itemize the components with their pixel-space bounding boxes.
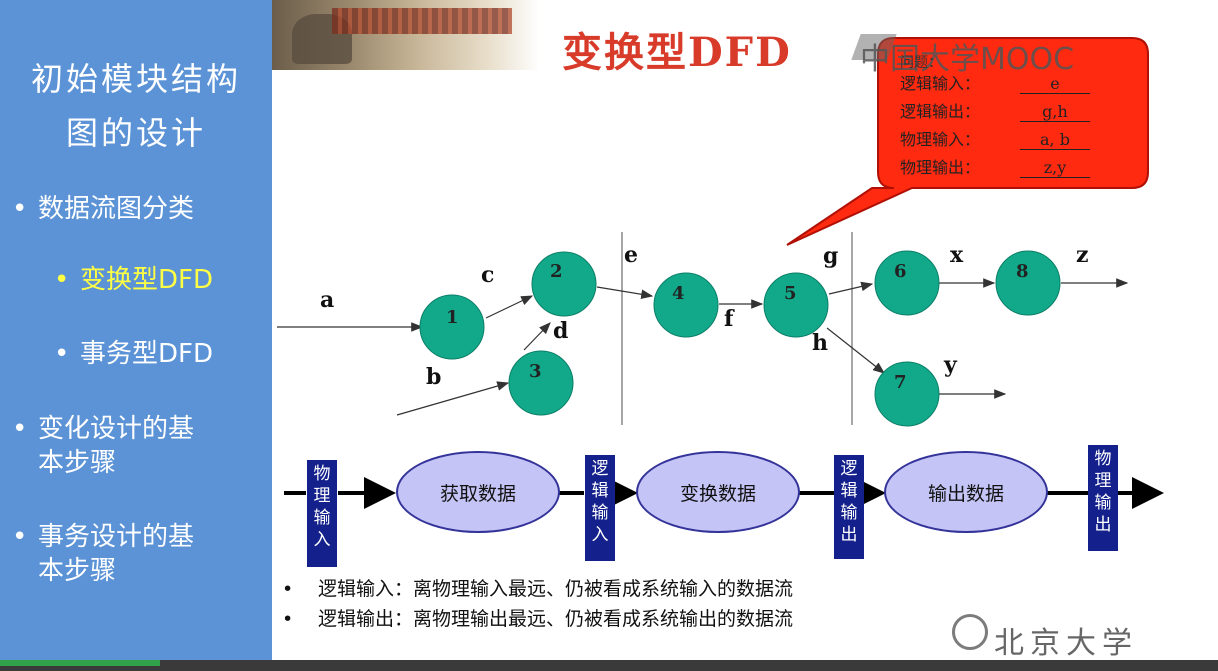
slide-title: 变换型DFD xyxy=(562,29,792,76)
sidebar-title-line2: 图的设计 xyxy=(65,114,206,152)
sidebar: 初始模块结构 图的设计 • 数据流图分类 • 变换型DFD • 事务型DFD •… xyxy=(0,0,272,660)
dfd-node-8: 8 xyxy=(995,250,1061,316)
sidebar-item-transform-design-steps[interactable]: • 变化设计的基 本步骤 xyxy=(12,414,195,478)
callout-question: 问题： xyxy=(900,55,942,71)
sidebar-item-transform-dfd[interactable]: • 变换型DFD xyxy=(54,265,213,295)
svg-text:3: 3 xyxy=(529,361,542,382)
right-margin xyxy=(1172,0,1218,660)
sidebar-item-label-line2: 本步骤 xyxy=(38,448,117,478)
pipeline-box-logical-output: 逻辑输出 xyxy=(834,455,864,559)
callout-box: 问题： 逻辑输入：e 逻辑输出：g,h 物理输入：a, b 物理输出：z,y xyxy=(882,38,1142,188)
dfd-node-6: 6 xyxy=(874,250,940,316)
sidebar-item-label-line1: 变化设计的基 xyxy=(38,414,195,444)
pipeline-process-output-data: 输出数据 xyxy=(884,451,1048,533)
sidebar-item-dfd-classification[interactable]: • 数据流图分类 xyxy=(12,194,195,224)
school-name: 北京大学 xyxy=(994,626,1138,660)
pipeline-box-logical-input: 逻辑输入 xyxy=(585,455,615,561)
flow-label-h: h xyxy=(812,330,828,356)
flow-label-z: z xyxy=(1076,242,1089,268)
flow-label-e: e xyxy=(624,242,638,268)
svg-text:8: 8 xyxy=(1016,261,1029,282)
svg-text:2: 2 xyxy=(550,261,563,282)
header-photo xyxy=(272,0,540,70)
pipeline-diagram: 物理输入 获取数据 逻辑输入 变换数据 逻辑输出 输出数据 物理输出 xyxy=(272,440,1218,570)
pku-seal-icon xyxy=(952,614,988,650)
note-logical-output: •逻辑输出：离物理输出最远、仍被看成系统输出的数据流 xyxy=(282,608,794,630)
flow-arrow-c xyxy=(485,295,534,319)
sidebar-item-label: 数据流图分类 xyxy=(38,194,195,224)
flow-label-d: d xyxy=(553,318,568,344)
sidebar-title-line1: 初始模块结构 xyxy=(30,60,241,98)
sidebar-title: 初始模块结构 图的设计 xyxy=(0,52,272,160)
dfd-node-2: 2 xyxy=(531,251,597,317)
svg-text:6: 6 xyxy=(894,261,907,282)
svg-text:4: 4 xyxy=(672,283,685,304)
flow-arrow-g xyxy=(828,281,874,295)
flow-label-f: f xyxy=(724,306,735,332)
sidebar-item-label: 变换型DFD xyxy=(80,265,213,295)
dfd-node-1: 1 xyxy=(419,294,485,360)
flow-label-c: c xyxy=(481,262,494,288)
mooc-watermark: 中国大学MOOC xyxy=(860,42,1075,77)
video-progress-bar[interactable] xyxy=(0,660,160,666)
dfd-node-7: 7 xyxy=(874,361,940,427)
pipeline-process-transform-data: 变换数据 xyxy=(636,451,800,533)
pipeline-process-get-data: 获取数据 xyxy=(396,451,560,533)
roof-image xyxy=(332,8,512,34)
sidebar-item-label-line2: 本步骤 xyxy=(38,556,117,586)
pipeline-box-physical-output: 物理输出 xyxy=(1088,445,1118,551)
callout-row-physical-output: 物理输出：z,y xyxy=(900,154,1090,182)
flow-arrow-d xyxy=(523,322,551,351)
dfd-node-5: 5 xyxy=(763,272,829,338)
callout-row-physical-input: 物理输入：a, b xyxy=(900,126,1090,154)
callout-row-logical-output: 逻辑输出：g,h xyxy=(900,98,1090,126)
flow-arrow-e xyxy=(596,286,654,299)
note-logical-input: •逻辑输入：离物理输入最远、仍被看成系统输入的数据流 xyxy=(282,578,794,600)
sidebar-item-label: 事务型DFD xyxy=(80,339,213,369)
flow-arrow-h xyxy=(826,327,885,374)
dfd-node-3: 3 xyxy=(508,350,574,416)
sidebar-item-transaction-dfd[interactable]: • 事务型DFD xyxy=(54,339,213,369)
pipeline-box-physical-input: 物理输入 xyxy=(307,460,337,567)
sidebar-item-transaction-design-steps[interactable]: • 事务设计的基 本步骤 xyxy=(12,522,195,586)
svg-text:5: 5 xyxy=(784,283,797,304)
slide-canvas: 变换型DFD 1 2 3 4 5 6 7 8 a b c d e xyxy=(272,0,1218,660)
flow-arrow-b xyxy=(396,381,510,416)
callout-row-logical-input: 逻辑输入：e xyxy=(900,70,1090,98)
flow-label-g: g xyxy=(823,243,838,269)
flow-label-x: x xyxy=(950,242,964,268)
video-control-bar[interactable] xyxy=(0,660,1218,671)
flow-label-y: y xyxy=(943,352,958,378)
dfd-node-4: 4 xyxy=(653,272,719,338)
pipeline-arrows xyxy=(284,477,1164,509)
svg-text:1: 1 xyxy=(446,307,459,328)
flow-label-a: a xyxy=(320,287,334,313)
svg-text:7: 7 xyxy=(894,372,907,393)
flow-label-b: b xyxy=(426,364,441,390)
sidebar-item-label-line1: 事务设计的基 xyxy=(38,522,195,552)
